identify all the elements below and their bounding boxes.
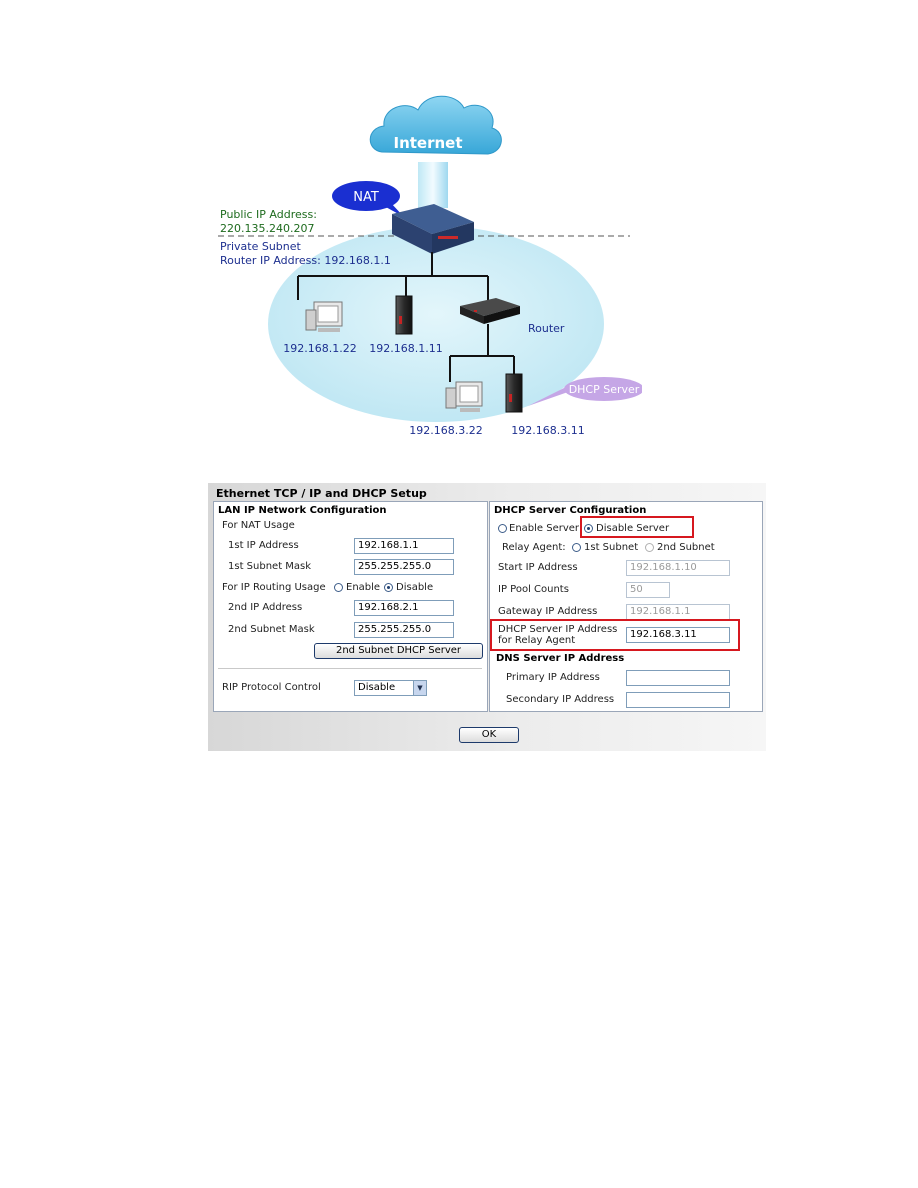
relay-ip-highlight	[490, 619, 740, 651]
disable-server-label: Disable Server	[596, 523, 670, 534]
lan-section-title: LAN IP Network Configuration	[218, 505, 387, 516]
rip-select-value: Disable	[358, 682, 396, 693]
network-diagram: Internet NAT Public IP Address: 220.135.…	[218, 95, 642, 437]
mask1-label: 1st Subnet Mask	[228, 561, 312, 572]
enable-server-label: Enable Server	[509, 523, 580, 534]
rip-label: RIP Protocol Control	[222, 682, 321, 693]
start-ip-input[interactable]: 192.168.1.10	[626, 560, 730, 576]
dhcp-config-section: DHCP Server Configuration Enable Server …	[489, 501, 763, 712]
gateway-ip-label: Gateway IP Address	[498, 606, 598, 617]
pc-icon-2	[445, 381, 483, 412]
mask2-input[interactable]: 255.255.255.0	[354, 622, 454, 638]
mask2-label: 2nd Subnet Mask	[228, 624, 315, 635]
nat-usage-label: For NAT Usage	[222, 520, 295, 531]
pc-icon-1	[305, 301, 343, 332]
subnet2-dhcp-button[interactable]: 2nd Subnet DHCP Server	[314, 643, 483, 659]
relay-subnet1-label: 1st Subnet	[584, 542, 639, 553]
host-label-2: 192.168.1.11	[369, 342, 442, 355]
secondary-dns-input[interactable]	[626, 692, 730, 708]
ip1-input[interactable]: 192.168.1.1	[354, 538, 454, 554]
router-icon	[460, 298, 520, 324]
server-icon-1	[395, 295, 413, 335]
internet-cloud	[369, 95, 502, 155]
host-label-4: 192.168.3.11	[511, 424, 584, 437]
host-label-1: 192.168.1.22	[283, 342, 356, 355]
dns-section-title: DNS Server IP Address	[496, 653, 625, 664]
host-label-3: 192.168.3.22	[409, 424, 482, 437]
ethernet-setup-panel: Ethernet TCP / IP and DHCP Setup LAN IP …	[208, 483, 766, 751]
primary-dns-label: Primary IP Address	[506, 672, 600, 683]
ip2-label: 2nd IP Address	[228, 602, 303, 613]
pool-count-label: IP Pool Counts	[498, 584, 569, 595]
ok-button[interactable]: OK	[459, 727, 519, 743]
routing-disable-label: Disable	[396, 582, 434, 593]
chevron-down-icon: ▼	[413, 681, 426, 695]
panel-title: Ethernet TCP / IP and DHCP Setup	[216, 487, 427, 500]
primary-dns-input[interactable]	[626, 670, 730, 686]
relay-subnet2-label: 2nd Subnet	[657, 542, 715, 553]
lan-divider	[218, 668, 482, 669]
start-ip-label: Start IP Address	[498, 562, 578, 573]
routing-usage-label: For IP Routing Usage	[222, 582, 326, 593]
nat-router-icon	[392, 204, 474, 254]
mask1-input[interactable]: 255.255.255.0	[354, 559, 454, 575]
relay-subnet1-radio[interactable]	[572, 543, 581, 552]
lan-config-section: LAN IP Network Configuration For NAT Usa…	[213, 501, 488, 712]
router-label: Router	[528, 322, 565, 335]
public-ip-label: Public IP Address:	[220, 208, 317, 221]
network-links	[297, 252, 515, 382]
relay-ip-input[interactable]: 192.168.3.11	[626, 627, 730, 643]
internet-link	[418, 162, 448, 208]
pool-count-input[interactable]: 50	[626, 582, 670, 598]
ip2-input[interactable]: 192.168.2.1	[354, 600, 454, 616]
dhcp-server-label: DHCP Server	[569, 383, 640, 396]
routing-disable-radio[interactable]	[384, 583, 393, 592]
nat-label: NAT	[353, 190, 379, 205]
routing-enable-radio[interactable]	[334, 583, 343, 592]
secondary-dns-label: Secondary IP Address	[506, 694, 615, 705]
dhcp-bubble	[528, 377, 642, 406]
internet-label: Internet	[393, 134, 462, 152]
routing-enable-label: Enable	[346, 582, 381, 593]
router-ip-label: Router IP Address: 192.168.1.1	[220, 254, 391, 267]
server-icon-2	[505, 373, 523, 413]
rip-select[interactable]: Disable ▼	[354, 680, 427, 696]
gateway-ip-input[interactable]: 192.168.1.1	[626, 604, 730, 620]
public-ip-value: 220.135.240.207	[220, 222, 314, 235]
relay-ip-label-2: for Relay Agent	[498, 635, 576, 646]
relay-ip-label-1: DHCP Server IP Address	[498, 624, 618, 635]
relay-subnet2-radio[interactable]	[645, 543, 654, 552]
disable-server-highlight	[580, 516, 694, 538]
disable-server-radio[interactable]	[584, 524, 593, 533]
dhcp-section-title: DHCP Server Configuration	[494, 505, 647, 516]
enable-server-radio[interactable]	[498, 524, 507, 533]
ip1-label: 1st IP Address	[228, 540, 299, 551]
private-subnet-label: Private Subnet	[220, 240, 302, 253]
relay-agent-label: Relay Agent:	[502, 542, 566, 553]
